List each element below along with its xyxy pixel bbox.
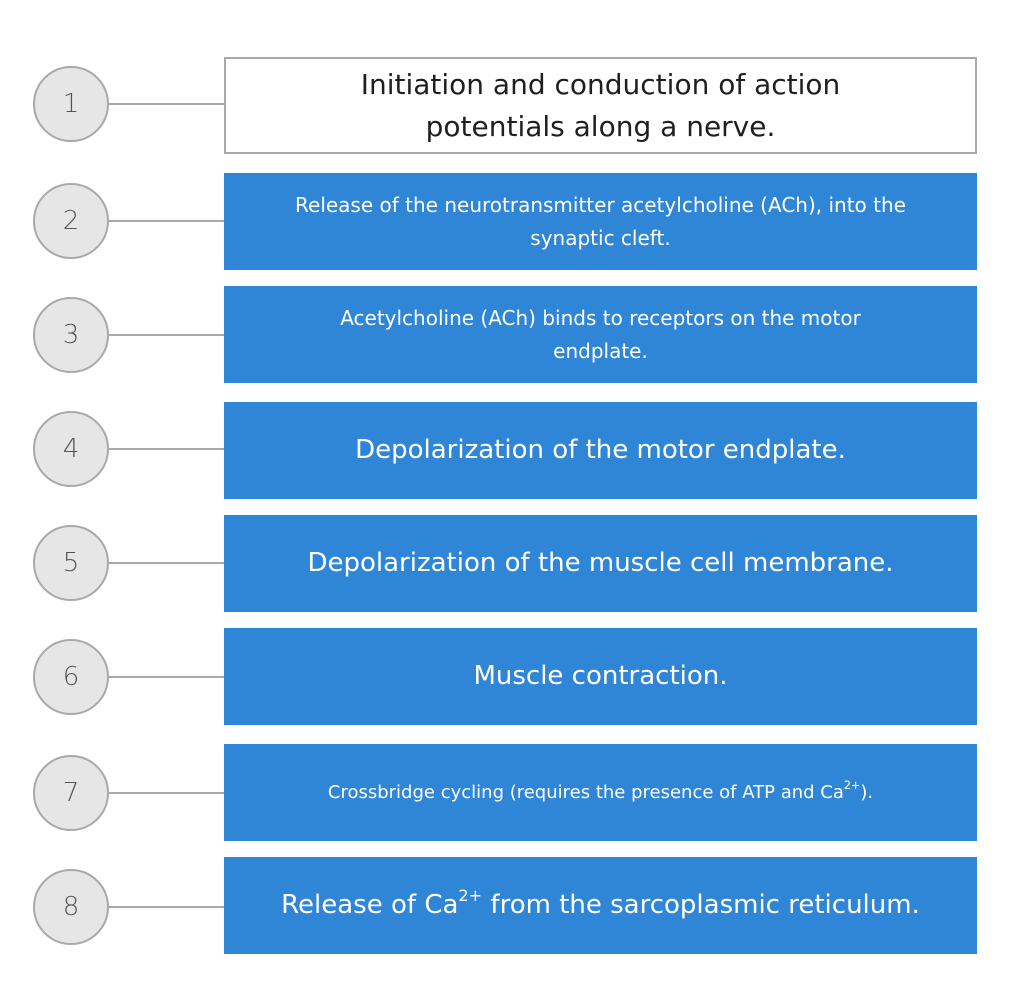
step-box: Depolarization of the muscle cell membra… xyxy=(224,515,977,612)
connector-line xyxy=(109,792,224,794)
step-number: 4 xyxy=(62,434,80,464)
step-number-circle: 2 xyxy=(33,183,109,259)
step-box: Initiation and conduction of action pote… xyxy=(224,57,977,154)
step-number: 1 xyxy=(62,89,80,119)
connector-line xyxy=(109,334,224,336)
step-box: Release of Ca2+ from the sarcoplasmic re… xyxy=(224,857,977,954)
step-number-circle: 1 xyxy=(33,66,109,142)
step-text: Crossbridge cycling (requires the presen… xyxy=(328,779,873,806)
superscript-charge: 2+ xyxy=(458,885,483,905)
step-text-before: Release of Ca xyxy=(281,890,459,920)
step-number-circle: 4 xyxy=(33,411,109,487)
step-box: Crossbridge cycling (requires the presen… xyxy=(224,744,977,841)
step-text: Release of the neurotransmitter acetylch… xyxy=(295,192,906,250)
step-text-before: Crossbridge cycling (requires the presen… xyxy=(327,782,844,803)
step-number-circle: 6 xyxy=(33,639,109,715)
connector-line xyxy=(109,103,224,105)
superscript-charge: 2+ xyxy=(843,779,861,793)
step-number: 6 xyxy=(62,662,80,692)
step-box: Muscle contraction. xyxy=(224,628,977,725)
step-text: Initiation and conduction of action pote… xyxy=(360,67,841,143)
connector-line xyxy=(109,906,224,908)
step-box: Acetylcholine (ACh) binds to receptors o… xyxy=(224,286,977,383)
connector-line xyxy=(109,448,224,450)
step-number-circle: 8 xyxy=(33,869,109,945)
step-number: 2 xyxy=(62,206,80,236)
step-box: Release of the neurotransmitter acetylch… xyxy=(224,173,977,270)
step-text: Depolarization of the muscle cell membra… xyxy=(307,548,894,578)
step-text: Acetylcholine (ACh) binds to receptors o… xyxy=(340,305,861,363)
step-number-circle: 7 xyxy=(33,755,109,831)
step-number: 8 xyxy=(62,892,80,922)
step-number: 7 xyxy=(62,778,80,808)
step-text-after: from the sarcoplasmic reticulum. xyxy=(482,890,920,920)
step-number-circle: 3 xyxy=(33,297,109,373)
step-number: 5 xyxy=(62,548,80,578)
step-number-circle: 5 xyxy=(33,525,109,601)
step-number: 3 xyxy=(62,320,80,350)
connector-line xyxy=(109,562,224,564)
step-text-after: ). xyxy=(860,782,874,803)
connector-line xyxy=(109,676,224,678)
step-text: Muscle contraction. xyxy=(473,661,728,691)
step-box: Depolarization of the motor endplate. xyxy=(224,402,977,499)
step-text: Release of Ca2+ from the sarcoplasmic re… xyxy=(281,886,920,925)
step-text: Depolarization of the motor endplate. xyxy=(355,435,846,465)
connector-line xyxy=(109,220,226,222)
